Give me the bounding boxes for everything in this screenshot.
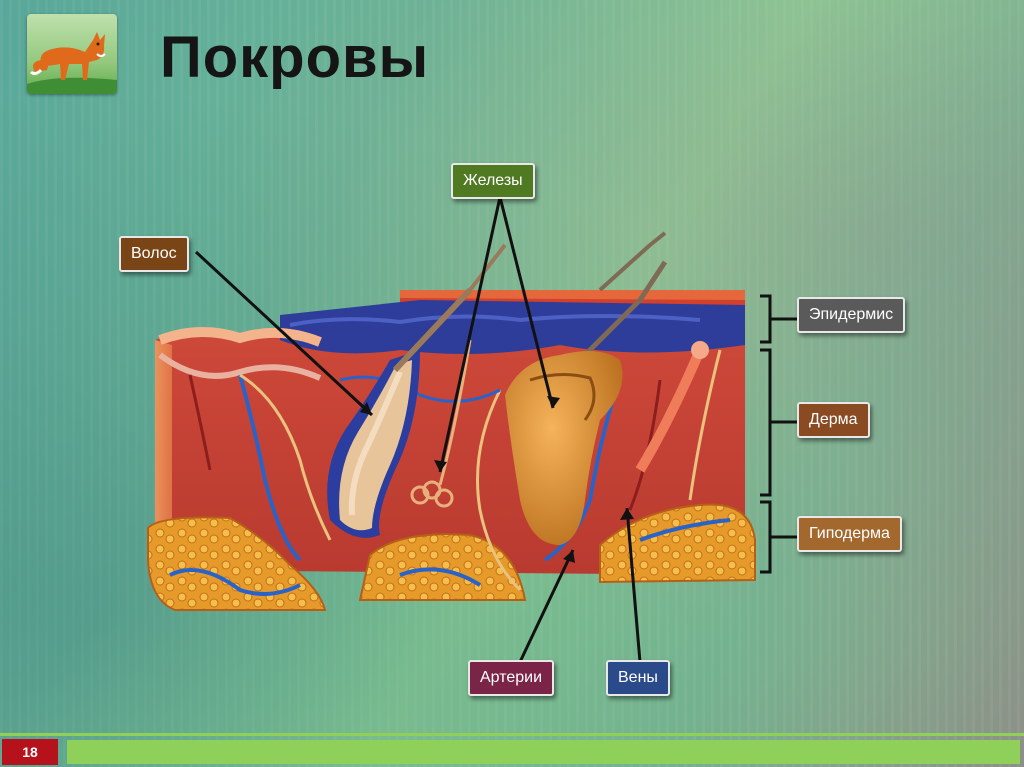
label-glands: Железы — [451, 163, 535, 199]
nerve-ending — [691, 341, 709, 359]
label-dermis: Дерма — [797, 402, 870, 438]
footer-line — [0, 733, 1024, 736]
footer-bar — [67, 740, 1020, 764]
layer-brackets — [760, 294, 797, 574]
arrow-heads — [360, 396, 634, 563]
label-veins: Вены — [606, 660, 670, 696]
arrector-muscle — [635, 348, 705, 473]
fox-logo-icon — [27, 14, 117, 94]
page-number: 18 — [2, 739, 58, 765]
label-epidermis: Эпидермис — [797, 297, 906, 333]
hair-follicle — [327, 243, 507, 538]
pointer-lines — [194, 196, 642, 663]
label-arteries: Артерии — [468, 660, 555, 696]
sweat-gland — [410, 339, 472, 508]
epidermis-layer — [158, 290, 745, 354]
label-hair: Волос — [119, 236, 189, 272]
sebaceous-gland — [505, 231, 668, 545]
hypodermis-layer — [147, 503, 756, 611]
label-hypodermis: Гиподерма — [797, 516, 902, 552]
slide-title: Покровы — [160, 25, 430, 90]
